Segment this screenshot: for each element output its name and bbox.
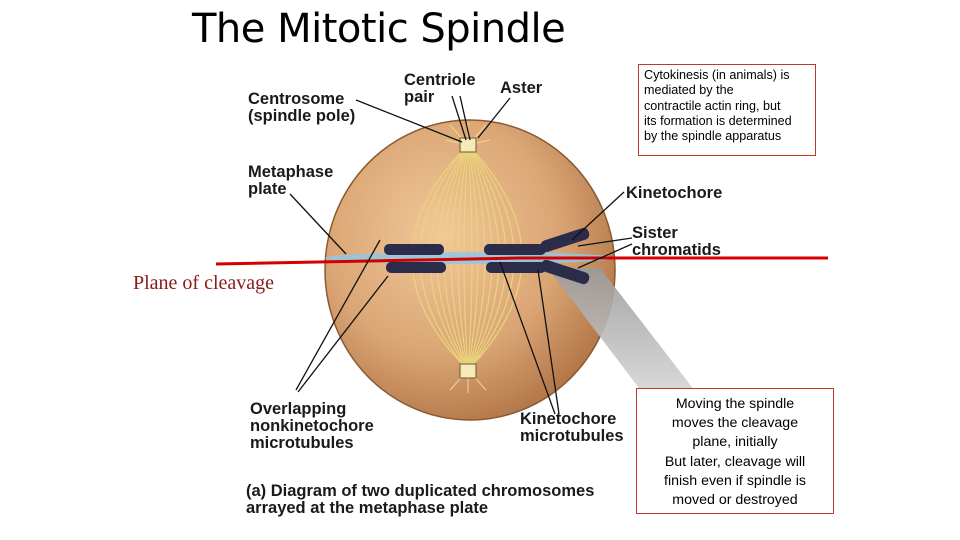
centriole-top [459, 137, 477, 153]
cell-body [324, 119, 616, 421]
plane-of-cleavage-label: Plane of cleavage [133, 272, 275, 294]
leader-lines [289, 95, 633, 415]
centriole-bottom [459, 363, 477, 379]
note-moving-spindle: Moving the spindle moves the cleavage pl… [636, 388, 834, 514]
slide-title: The Mitotic Spindle [192, 6, 566, 52]
diagram-caption: (a) Diagram of two duplicated chromosome… [246, 482, 595, 517]
chromosomes [384, 227, 590, 285]
label-kinetochore: Kinetochore [626, 184, 723, 202]
label-centriole-pair: Centriole pair [404, 71, 476, 106]
label-kinetochore-microtubules: Kinetochore microtubules [520, 410, 624, 445]
label-sister-chromatids: Sister chromatids [632, 224, 721, 259]
projection-shadow [548, 268, 702, 400]
label-metaphase-plate: Metaphase plate [248, 163, 334, 198]
label-centrosome: Centrosome (spindle pole) [248, 90, 356, 125]
label-aster: Aster [500, 79, 543, 97]
label-overlapping-microtubules: Overlapping nonkinetochore microtubules [250, 400, 374, 452]
cleavage-plane-line [215, 256, 828, 266]
note-cytokinesis: Cytokinesis (in animals) is mediated by … [638, 64, 816, 156]
